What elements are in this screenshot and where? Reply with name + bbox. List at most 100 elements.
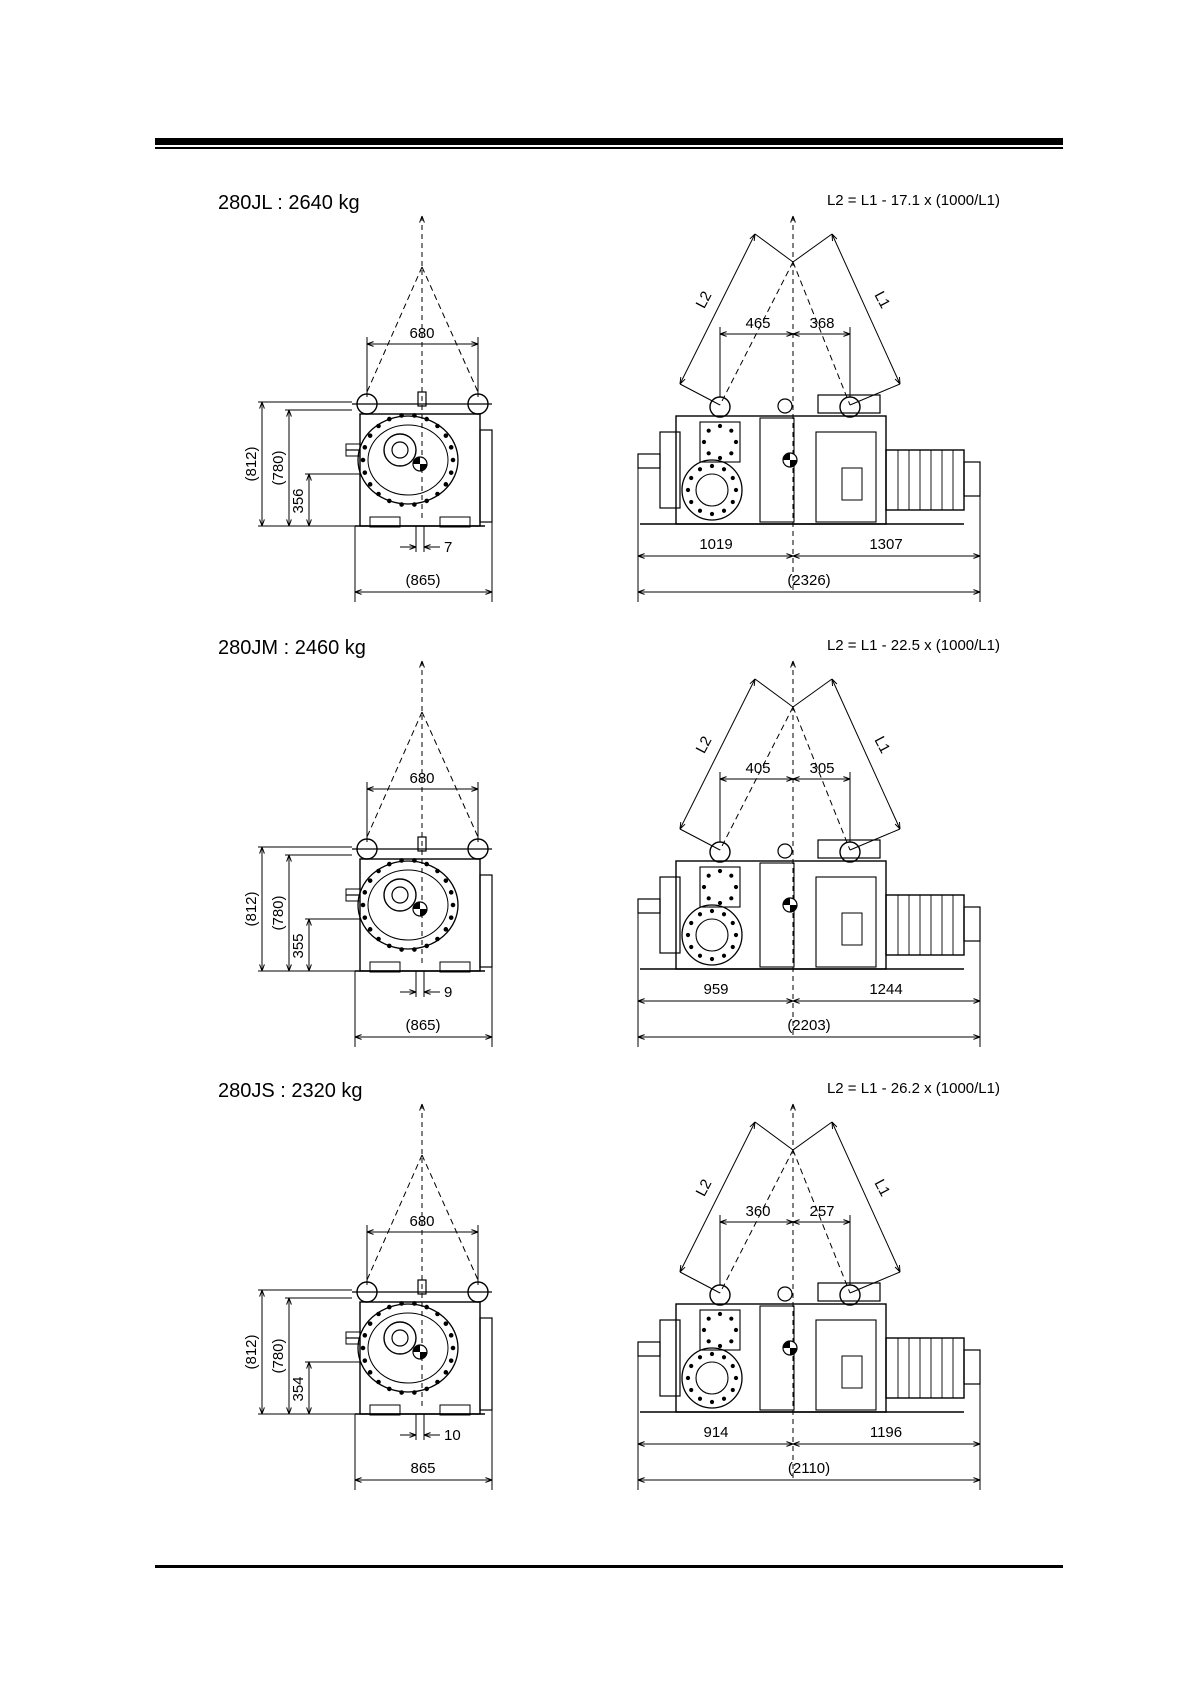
dim-offset-label: 10 (444, 1427, 461, 1444)
bolt (729, 873, 734, 878)
arrow-head (306, 1407, 312, 1415)
dim-overall-length-label: (2203) (787, 1017, 830, 1034)
bolt (697, 1396, 703, 1401)
motor-end (963, 1349, 981, 1385)
arrow-head (749, 678, 756, 687)
bolt (443, 878, 449, 883)
bolt (689, 475, 694, 481)
bearing-cover (699, 1309, 741, 1351)
arrow-head (973, 553, 981, 559)
lifting-eye (839, 1284, 861, 1306)
sling-l1-label: L1 (871, 1177, 894, 1200)
arrow-head (286, 519, 292, 527)
arrow-head (831, 1121, 838, 1130)
cog-quarter (790, 905, 797, 912)
dim-left-dist-label: 360 (745, 1203, 770, 1220)
shaft (391, 1329, 409, 1347)
bolt (697, 508, 703, 513)
arrow-head (306, 918, 312, 926)
arrow-head (792, 331, 800, 337)
ext-line (792, 1121, 833, 1151)
cog-quarter (420, 464, 427, 471)
lifting-eye (839, 841, 861, 863)
bolt (399, 947, 404, 952)
arrow-head (637, 553, 645, 559)
bolt (367, 1370, 373, 1375)
suction-flange (681, 904, 743, 966)
cog-quarter (783, 453, 790, 460)
bolt (435, 1379, 440, 1385)
dim-overall-length-label: (2110) (788, 1460, 830, 1477)
cog-quarter (413, 457, 420, 464)
dim-sling-l2 (679, 678, 756, 830)
arrow-head (679, 376, 686, 385)
bolt (424, 498, 429, 504)
dim-shaft-height-label: 355 (290, 933, 307, 958)
bolt (697, 1355, 703, 1360)
sling-formula: L2 = L1 - 26.2 x (1000/L1) (826, 1080, 1000, 1097)
motor-end (963, 461, 981, 497)
bolt (706, 1339, 711, 1344)
arrow-head (790, 660, 796, 668)
bolt (685, 932, 691, 938)
arrow-head (749, 1121, 756, 1130)
arrow-head (792, 998, 800, 1004)
rotor-casing-inner (367, 1312, 449, 1384)
bolt (443, 1370, 449, 1375)
lifting-eye-small (777, 843, 793, 859)
side-flange (479, 874, 493, 968)
dim-overall-height-label: (812) (243, 1334, 260, 1369)
bolt (701, 884, 707, 890)
bolt (367, 878, 373, 883)
bolt (399, 502, 404, 507)
bolt (721, 1396, 727, 1401)
suction-port (695, 1361, 729, 1395)
dim-length-left-label: 1019 (699, 536, 732, 553)
arrow-head (259, 1407, 265, 1415)
shaft-end (345, 1331, 361, 1345)
arrow-head (894, 821, 901, 830)
bolt (733, 1375, 739, 1381)
ext-line (679, 1271, 721, 1294)
bolt (709, 1399, 715, 1405)
bolt (399, 413, 404, 418)
sling-line (421, 266, 479, 393)
arrow-head (306, 964, 312, 972)
bolt (362, 1333, 368, 1338)
arrow-head (354, 1477, 362, 1483)
bolt (435, 491, 440, 497)
arrow-head (786, 1441, 794, 1447)
arrow-head (973, 1441, 981, 1447)
top-cover (817, 1282, 881, 1302)
bolt (360, 457, 366, 463)
shaft-flange (383, 878, 417, 912)
arrow-head (409, 989, 417, 995)
sling-l2-label: L2 (693, 289, 716, 312)
dim-shaft-height-label: 354 (290, 1376, 307, 1401)
bolt (412, 947, 417, 952)
bolt (709, 908, 715, 914)
dim-body-height-label: (780) (270, 450, 287, 485)
bolt (730, 920, 735, 926)
section-280jl: 280JL : 2640 kg L2 = L1 - 17.1 x (1000/L… (0, 192, 1190, 612)
arrow-head (419, 1103, 425, 1111)
arrow-head (366, 786, 374, 792)
casing-section (759, 1305, 795, 1411)
dim-body-height-label: (780) (270, 1338, 287, 1373)
arrow-head (786, 776, 794, 782)
suction-port (695, 918, 729, 952)
side-flange (479, 429, 493, 523)
arrow-head (354, 1034, 362, 1040)
bolt (730, 1387, 735, 1393)
arrow-head (259, 1289, 265, 1297)
arrow-head (749, 233, 756, 242)
dim-eye-spacing-label: 680 (409, 1213, 434, 1230)
bolt (689, 499, 694, 505)
bolt (412, 1301, 417, 1306)
sling-l2-label: L2 (693, 734, 716, 757)
bolt (450, 457, 456, 463)
bolt (717, 1343, 723, 1349)
bolt (717, 900, 723, 906)
ext-line (792, 678, 833, 708)
arrow-head (286, 409, 292, 417)
